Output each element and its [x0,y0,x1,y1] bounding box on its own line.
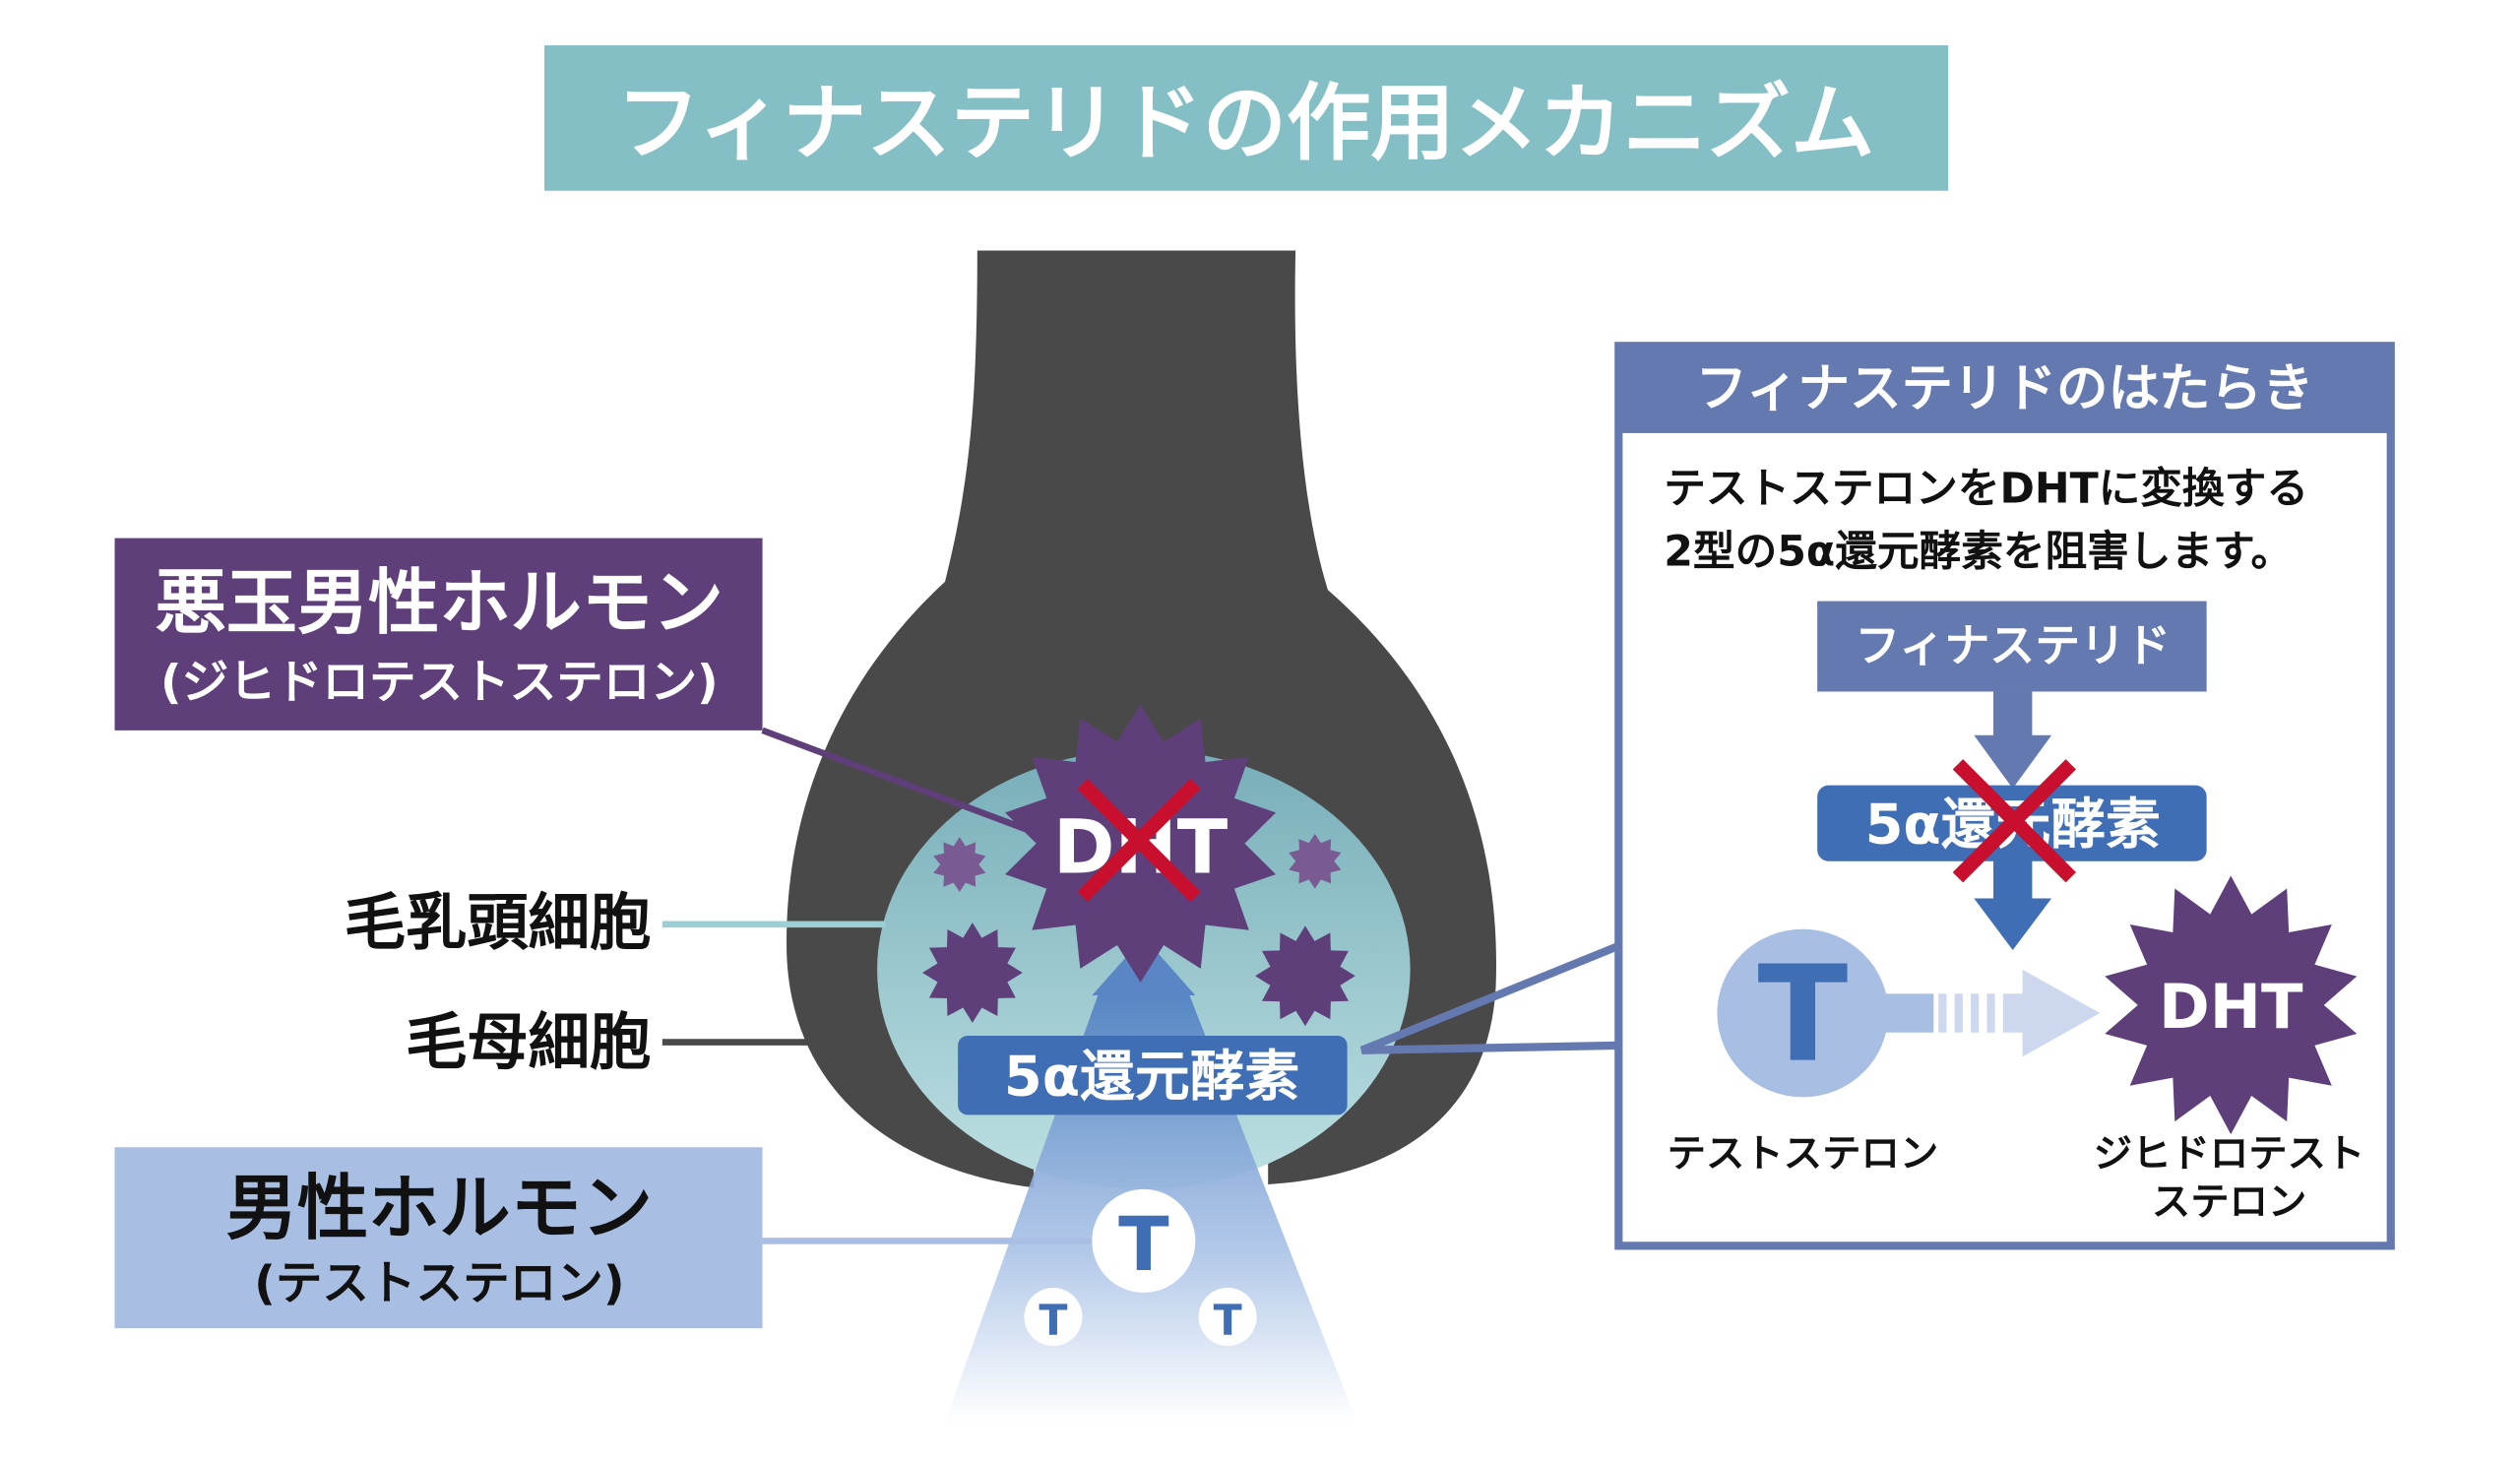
panel-t-label: T [1757,937,1848,1092]
t-label: T [1214,1297,1242,1346]
bad-hormone-label: 悪玉男性ホルモン (ジヒドロテストステロン) [114,538,1036,836]
testosterone-molecule-small: T [1198,1288,1257,1347]
title-banner: フィナステリドの作用メカニズム [544,45,1949,191]
panel-dht-label: DHT [2159,971,2303,1043]
down-arrow-icon [1974,691,2052,789]
dht-molecule-icon [922,923,1023,1023]
male-hormone-subtitle: (テストステロン) [254,1257,625,1311]
panel-header: フィナステリドのはたらき [1696,358,2314,418]
hair-follicle: DHT 5α還元酵素 T T T [787,250,1496,1423]
male-hormone-label: 男性ホルモン (テストステロン) [114,1147,1093,1329]
papilla-text: 毛乳頭細胞 [345,886,652,958]
small-dht-icon [1289,833,1342,889]
panel-description-line1: テストステロンをDHTに変換する [1664,464,2308,513]
bad-hormone-title: 悪玉男性ホルモン [156,562,724,645]
finasteride-label: フィナステリド [1855,618,2171,671]
papilla-label: 毛乳頭細胞 [345,886,886,958]
testosterone-molecule-large: T [1092,1188,1196,1293]
small-dht-icon [933,837,986,892]
finasteride-box [1817,601,2207,692]
dht-molecule-icon [1255,925,1355,1027]
matrix-text: 毛母細胞 [406,1006,651,1078]
panel-description-line2: 2型の5α還元酵素を阻害します。 [1664,527,2293,576]
dht-caption-line2: ステロン [2152,1179,2307,1225]
testosterone-molecule-small: T [1024,1288,1083,1347]
follicle-enzyme-label: 5α還元酵素 [1004,1046,1299,1110]
testosterone-molecule: T [1717,928,1889,1098]
mechanism-panel: フィナステリドのはたらき テストステロンをDHTに変換する 2型の5α還元酵素を… [1614,342,2395,1250]
down-arrow-icon [1974,856,2052,951]
follicle-enzyme-badge: 5α還元酵素 [958,1036,1348,1115]
t-label: T [1118,1201,1169,1288]
bad-hormone-subtitle: (ジヒドロテストステロン) [160,656,719,710]
page-title: フィナステリドの作用メカニズム [616,75,1874,172]
conversion-arrow-icon [1881,969,2101,1057]
blocked-x-icon [1077,778,1201,903]
t-label: T [1039,1297,1067,1346]
dht-caption-line1: ジヒドロテスト [2094,1131,2365,1177]
blocked-x-icon [1952,759,2077,883]
callout-lines [1359,941,1622,1054]
testosterone-caption: テストステロン [1668,1131,1939,1177]
dht-molecule-icon [2105,875,2358,1135]
male-hormone-title: 男性ホルモン [226,1168,653,1250]
matrix-label: 毛母細胞 [406,1006,821,1078]
